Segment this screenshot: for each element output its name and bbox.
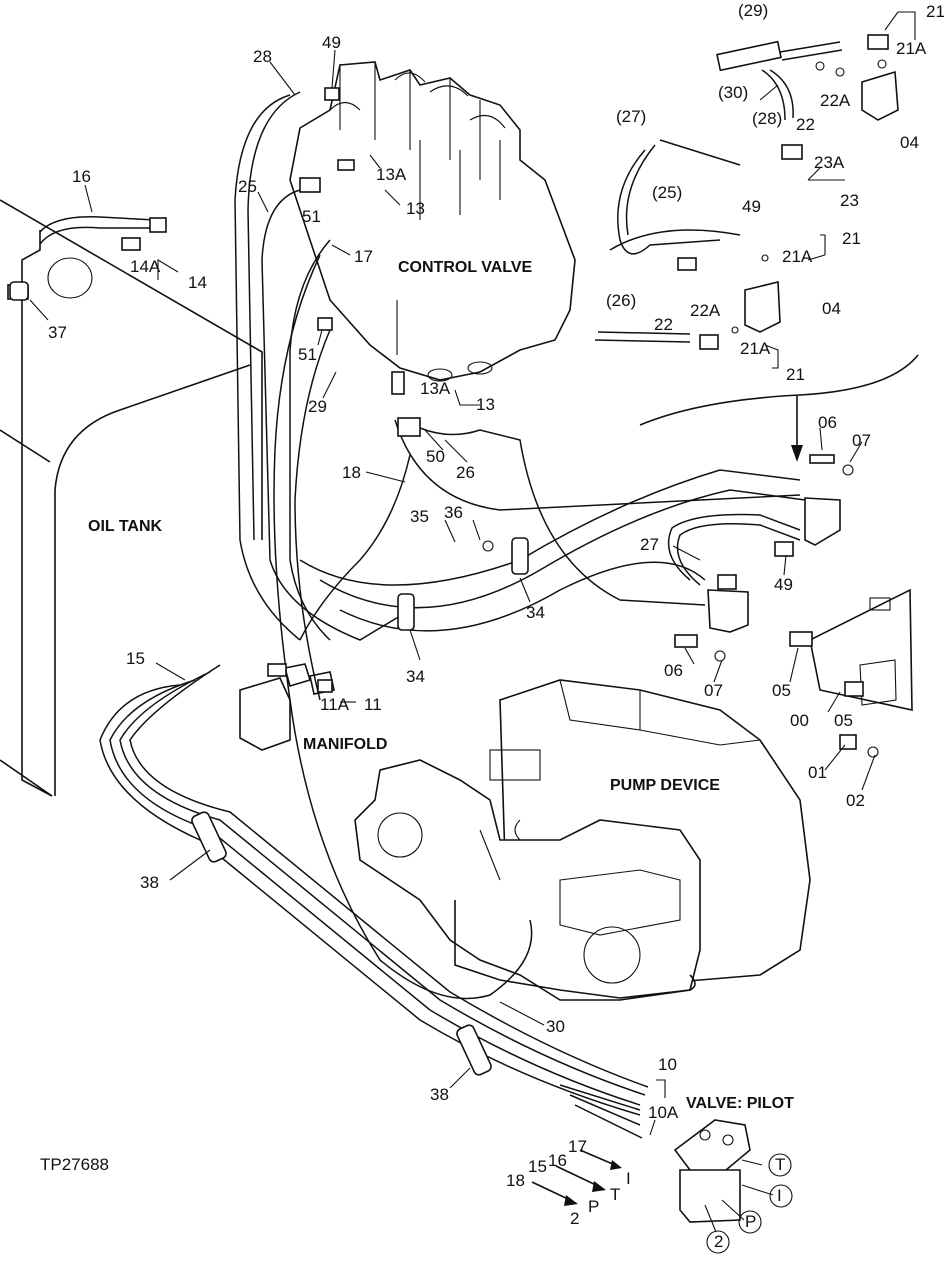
callout: 10A bbox=[648, 1103, 679, 1122]
callout: 13A bbox=[420, 379, 451, 398]
callout: 22 bbox=[654, 315, 673, 334]
callout: 04 bbox=[822, 299, 841, 318]
port-label: 18 bbox=[506, 1171, 525, 1190]
inset-detail bbox=[594, 11, 916, 369]
callout: 21A bbox=[782, 247, 813, 266]
callout: (26) bbox=[606, 291, 636, 310]
pump-device bbox=[354, 679, 811, 1001]
port-label: T bbox=[610, 1185, 620, 1204]
callout: (28) bbox=[752, 109, 782, 128]
callout: 38 bbox=[430, 1085, 449, 1104]
port-circle-label: P bbox=[745, 1212, 756, 1231]
port-label: P bbox=[588, 1197, 599, 1216]
callout: (27) bbox=[616, 107, 646, 126]
leader-lines bbox=[29, 49, 876, 1233]
callout: 49 bbox=[742, 197, 761, 216]
callout: 28 bbox=[253, 47, 272, 66]
callout: 34 bbox=[526, 603, 545, 622]
clamps bbox=[9, 281, 529, 1076]
port-label: 16 bbox=[548, 1151, 567, 1170]
callout: 07 bbox=[704, 681, 723, 700]
port-circle-label: I bbox=[777, 1186, 782, 1205]
callout: 06 bbox=[664, 661, 683, 680]
pump-device-label: PUMP DEVICE bbox=[610, 777, 720, 794]
callout: 13 bbox=[406, 199, 425, 218]
callout: 23 bbox=[840, 191, 859, 210]
manifold-label: MANIFOLD bbox=[303, 736, 387, 753]
callout: 51 bbox=[302, 207, 321, 226]
callout: 13 bbox=[476, 395, 495, 414]
callout: 01 bbox=[808, 763, 827, 782]
callout: 50 bbox=[426, 447, 445, 466]
port-labels: 17 I 16 15 T 18 P 2 T I P 2 bbox=[506, 1137, 785, 1251]
callout: 02 bbox=[846, 791, 865, 810]
callout: 26 bbox=[456, 463, 475, 482]
check-valve-blocks bbox=[707, 497, 913, 711]
callout: 13A bbox=[376, 165, 407, 184]
callout: 23A bbox=[814, 153, 845, 172]
callout: 06 bbox=[818, 413, 837, 432]
callout: (30) bbox=[718, 83, 748, 102]
hose-bundle bbox=[39, 91, 919, 1139]
port-circle-label: 2 bbox=[714, 1232, 723, 1251]
callout: 18 bbox=[342, 463, 361, 482]
figure-id: TP27688 bbox=[40, 1155, 109, 1174]
callout: 25 bbox=[238, 177, 257, 196]
oil-tank bbox=[0, 199, 263, 797]
callout: 14 bbox=[188, 273, 207, 292]
callouts: 28 49 16 25 51 13A 13 17 14A 14 37 51 29… bbox=[48, 33, 871, 1122]
callout: 21 bbox=[926, 2, 944, 21]
callout: 38 bbox=[140, 873, 159, 892]
port-label: 17 bbox=[568, 1137, 587, 1156]
callout: 22A bbox=[690, 301, 721, 320]
fittings bbox=[121, 87, 879, 758]
port-label: 2 bbox=[570, 1209, 579, 1228]
callout: 10 bbox=[658, 1055, 677, 1074]
control-valve bbox=[289, 61, 576, 382]
callout: 37 bbox=[48, 323, 67, 342]
callout: 51 bbox=[298, 345, 317, 364]
port-arrows bbox=[531, 1149, 793, 1254]
control-valve-label: CONTROL VALVE bbox=[398, 259, 533, 276]
callout: 14A bbox=[130, 257, 161, 276]
port-circle-label: T bbox=[775, 1155, 785, 1174]
callout: 36 bbox=[444, 503, 463, 522]
callout: 16 bbox=[72, 167, 91, 186]
pilot-valve bbox=[673, 1119, 751, 1223]
callout: (25) bbox=[652, 183, 682, 202]
callout: 34 bbox=[406, 667, 425, 686]
callout: 49 bbox=[322, 33, 341, 52]
callout: 21A bbox=[740, 339, 771, 358]
callout: 05 bbox=[772, 681, 791, 700]
inset-callouts: (29) 21 21A (30) 22A (28) 22 04 (27) 23A… bbox=[606, 1, 944, 384]
callout: 21 bbox=[786, 365, 805, 384]
callout: 11 bbox=[364, 695, 382, 714]
callout: 05 bbox=[834, 711, 853, 730]
callout: 22 bbox=[796, 115, 815, 134]
callout: 04 bbox=[900, 133, 919, 152]
callout: 35 bbox=[410, 507, 429, 526]
callout: 49 bbox=[774, 575, 793, 594]
callout: 11A bbox=[320, 695, 350, 714]
callout: 07 bbox=[852, 431, 871, 450]
oil-tank-label: OIL TANK bbox=[88, 518, 163, 535]
valve-pilot-label: VALVE: PILOT bbox=[686, 1095, 794, 1112]
port-label: 15 bbox=[528, 1157, 547, 1176]
callout: 00 bbox=[790, 711, 809, 730]
callout: 27 bbox=[640, 535, 659, 554]
callout: 29 bbox=[308, 397, 327, 416]
callout: 17 bbox=[354, 247, 373, 266]
port-label: I bbox=[626, 1169, 631, 1188]
callout: 21A bbox=[896, 39, 927, 58]
callout: 15 bbox=[126, 649, 145, 668]
callout: 30 bbox=[546, 1017, 565, 1036]
callout: (29) bbox=[738, 1, 768, 20]
callout: 21 bbox=[842, 229, 861, 248]
callout: 22A bbox=[820, 91, 851, 110]
